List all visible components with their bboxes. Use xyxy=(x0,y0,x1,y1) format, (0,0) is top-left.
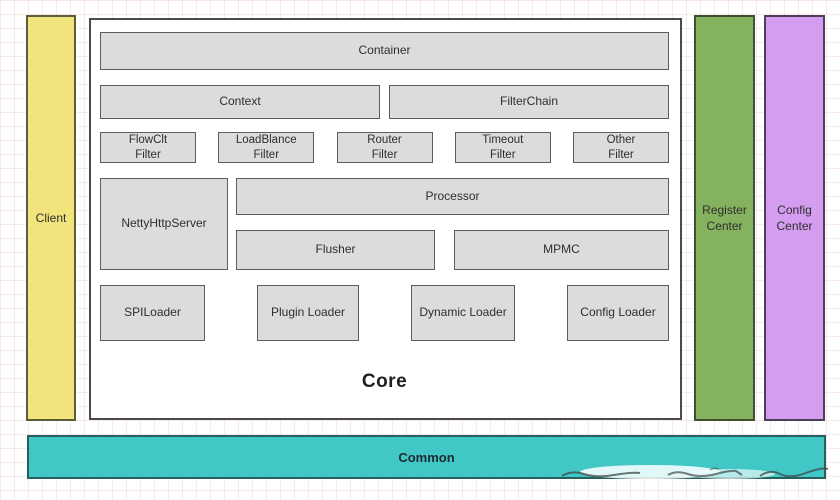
flowclt-filter-box: FlowClt Filter xyxy=(100,132,196,163)
timeout-filter-box: Timeout Filter xyxy=(454,132,551,163)
flowclt-filter-label: FlowClt Filter xyxy=(128,133,168,161)
nettyhttpserver-label: NettyHttpServer xyxy=(121,216,207,231)
other-filter-label: Other Filter xyxy=(606,133,636,161)
nettyhttpserver-box: NettyHttpServer xyxy=(100,178,228,270)
filterchain-label: FilterChain xyxy=(499,94,559,109)
loadblance-filter-box: LoadBlance Filter xyxy=(218,132,315,163)
router-filter-label: Router Filter xyxy=(367,133,402,161)
spiloader-box: SPILoader xyxy=(100,285,205,341)
container-label: Container xyxy=(358,43,411,58)
plugin-loader-box: Plugin Loader xyxy=(257,285,359,341)
processor-column: Processor Flusher MPMC xyxy=(236,178,669,270)
register-center-box: Register Center xyxy=(694,15,755,421)
other-filter-box: Other Filter xyxy=(573,132,669,163)
loaders-row: SPILoader Plugin Loader Dynamic Loader C… xyxy=(100,285,669,341)
flusher-label: Flusher xyxy=(315,242,356,257)
client-label: Client xyxy=(35,210,67,225)
server-processor-row: NettyHttpServer Processor Flusher MPMC xyxy=(100,178,669,270)
config-loader-label: Config Loader xyxy=(580,305,656,320)
mpmc-box: MPMC xyxy=(454,230,669,270)
processor-box: Processor xyxy=(236,178,669,215)
context-label: Context xyxy=(219,94,261,109)
common-bar: Common xyxy=(27,435,826,479)
core-title: Core xyxy=(361,371,408,392)
core-box: Container Context FilterChain FlowClt Fi… xyxy=(89,18,682,420)
config-loader-box: Config Loader xyxy=(567,285,669,341)
dynamic-loader-label: Dynamic Loader xyxy=(419,305,507,320)
processor-label: Processor xyxy=(425,188,480,203)
flusher-mpmc-row: Flusher MPMC xyxy=(236,230,669,270)
router-filter-box: Router Filter xyxy=(336,132,433,163)
register-center-label: Register Center xyxy=(702,202,747,233)
flusher-box: Flusher xyxy=(236,230,435,270)
context-filterchain-row: Context FilterChain xyxy=(100,85,669,119)
config-center-label: Config Center xyxy=(776,202,813,233)
container-box: Container xyxy=(100,32,669,70)
client-box: Client xyxy=(26,15,76,421)
timeout-filter-label: Timeout Filter xyxy=(482,133,524,161)
dynamic-loader-box: Dynamic Loader xyxy=(411,285,515,341)
plugin-loader-label: Plugin Loader xyxy=(270,305,346,320)
loadblance-filter-label: LoadBlance Filter xyxy=(235,133,297,161)
filterchain-box: FilterChain xyxy=(389,85,669,119)
mpmc-label: MPMC xyxy=(543,242,580,257)
context-box: Context xyxy=(100,85,380,119)
common-label: Common xyxy=(398,449,455,465)
spiloader-label: SPILoader xyxy=(124,305,181,320)
filters-row: FlowClt Filter LoadBlance Filter Router … xyxy=(100,132,669,163)
config-center-box: Config Center xyxy=(764,15,825,421)
